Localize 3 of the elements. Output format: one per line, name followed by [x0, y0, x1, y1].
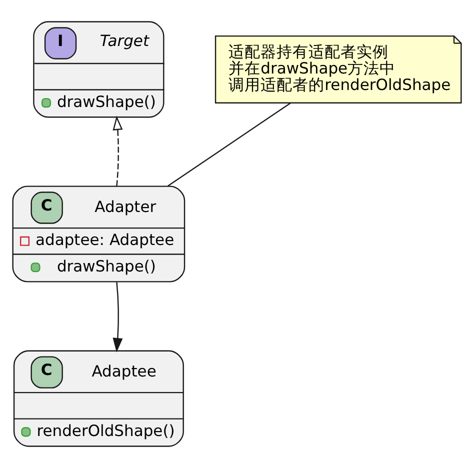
arrow — [112, 115, 123, 186]
connector — [168, 102, 291, 186]
arrow — [112, 282, 123, 352]
